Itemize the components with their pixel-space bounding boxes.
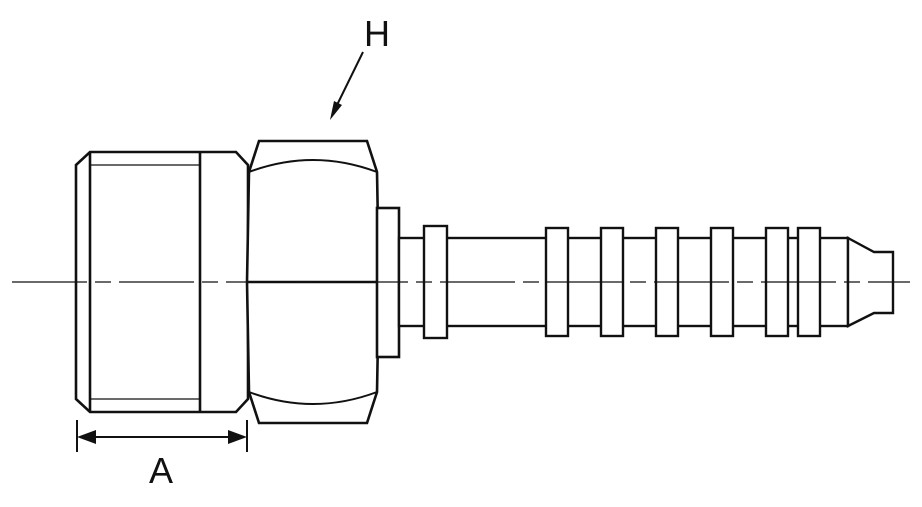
hex-bottom-chamfer-arc <box>248 391 378 405</box>
label-a: A <box>149 450 173 491</box>
dimension-a: A <box>76 420 248 491</box>
hex-top-chamfer-arc <box>248 159 378 173</box>
dimension-arrowhead-right-icon <box>228 430 247 444</box>
leader-line-h <box>336 51 364 106</box>
leader-arrowhead-icon <box>330 101 342 120</box>
dimension-arrowhead-left-icon <box>77 430 96 444</box>
leader-h: H <box>330 13 390 120</box>
label-h: H <box>364 13 390 54</box>
